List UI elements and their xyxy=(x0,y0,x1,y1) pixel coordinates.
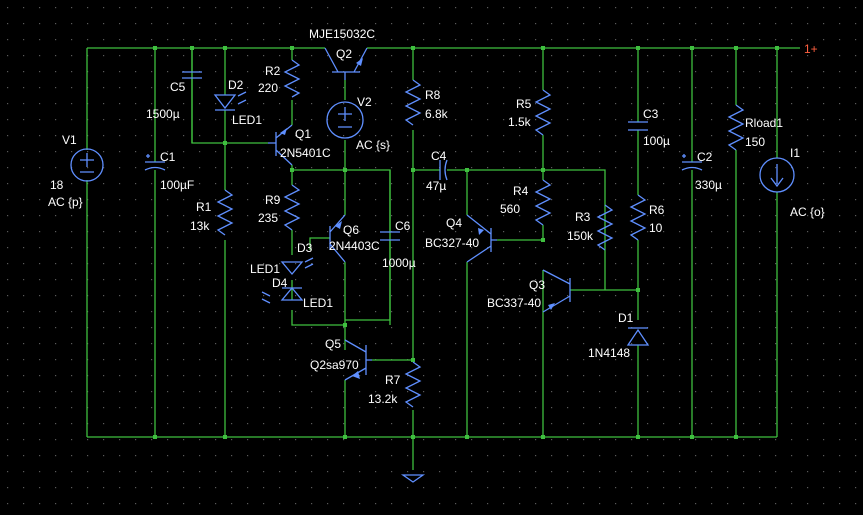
d1-symbol[interactable] xyxy=(626,327,650,346)
q6-value: 2N4403C xyxy=(329,239,380,253)
q1-ref: Q1 xyxy=(295,127,311,141)
d1-ref: D1 xyxy=(618,311,634,325)
q5-ref: Q5 xyxy=(325,337,341,351)
c1-value: 100µF xyxy=(160,178,194,192)
r8-value: 6.8k xyxy=(425,107,449,121)
c3-symbol[interactable] xyxy=(628,121,648,131)
wires xyxy=(86,47,800,483)
r9-ref: R9 xyxy=(265,193,281,207)
c1-ref: C1 xyxy=(160,150,176,164)
r7-value: 13.2k xyxy=(368,392,398,406)
r3-symbol[interactable] xyxy=(596,204,614,251)
c2-symbol[interactable] xyxy=(681,154,703,171)
output-port-label: 1+ xyxy=(804,42,818,56)
c2-value: 330µ xyxy=(695,178,722,192)
rload-ref: Rload1 xyxy=(745,116,783,130)
c5-value: 1500µ xyxy=(146,107,180,121)
v1-extra: AC {p} xyxy=(48,195,83,209)
r7-ref: R7 xyxy=(385,373,401,387)
r1-symbol[interactable] xyxy=(216,189,234,236)
v2-ref: V2 xyxy=(357,95,372,109)
c5-ref: C5 xyxy=(170,80,186,94)
q1-symbol[interactable] xyxy=(268,124,293,166)
r6-symbol[interactable] xyxy=(629,194,647,241)
c6-symbol[interactable] xyxy=(380,231,400,241)
d3-value: LED1 xyxy=(250,262,280,276)
c4-symbol[interactable] xyxy=(439,159,448,181)
c1-symbol[interactable] xyxy=(144,154,166,171)
r1-value: 13k xyxy=(190,219,210,233)
r2-symbol[interactable] xyxy=(283,59,301,98)
d4-led-symbol[interactable] xyxy=(261,286,304,304)
c4-ref: C4 xyxy=(431,149,447,163)
r9-value: 235 xyxy=(258,211,278,225)
i1-symbol[interactable] xyxy=(759,157,795,193)
c3-value: 100µ xyxy=(643,134,670,148)
r2-value: 220 xyxy=(258,81,278,95)
v1-value: 18 xyxy=(50,178,64,192)
r4-value: 560 xyxy=(500,202,520,216)
c6-ref: C6 xyxy=(395,219,411,233)
c3-ref: C3 xyxy=(643,107,659,121)
d4-value: LED1 xyxy=(303,296,333,310)
v2-symbol[interactable] xyxy=(326,101,364,139)
r1-ref: R1 xyxy=(196,200,212,214)
q5-value: Q2sa970 xyxy=(310,358,359,372)
q2-symbol[interactable] xyxy=(324,47,368,80)
v2-value: AC {s} xyxy=(356,138,390,152)
r8-ref: R8 xyxy=(425,88,441,102)
v1-ref: V1 xyxy=(62,133,77,147)
r5-ref: R5 xyxy=(516,97,532,111)
q2-ref: Q2 xyxy=(336,47,352,61)
i1-ref: I1 xyxy=(790,146,800,160)
d3-led-symbol[interactable] xyxy=(280,257,314,276)
c5-symbol[interactable] xyxy=(182,71,202,79)
c6-value: 1000µ xyxy=(382,256,416,270)
r6-value: 10 xyxy=(649,221,663,235)
r2-ref: R2 xyxy=(265,64,281,78)
q3-ref: Q3 xyxy=(529,278,545,292)
q4-ref: Q4 xyxy=(446,216,462,230)
r4-symbol[interactable] xyxy=(534,179,552,226)
i1-value: AC {o} xyxy=(790,205,825,219)
r9-symbol[interactable] xyxy=(283,184,301,231)
r7-symbol[interactable] xyxy=(404,361,422,408)
d2-value: LED1 xyxy=(232,113,262,127)
d3-ref: D3 xyxy=(297,241,313,255)
v1-symbol[interactable] xyxy=(70,148,104,182)
r5-symbol[interactable] xyxy=(534,89,552,136)
q6-ref: Q6 xyxy=(343,223,359,237)
r5-value: 1.5k xyxy=(508,115,532,129)
d2-ref: D2 xyxy=(228,78,244,92)
q6-symbol[interactable] xyxy=(329,214,346,263)
r3-ref: R3 xyxy=(575,210,591,224)
q4-value: BC327-40 xyxy=(425,236,479,250)
r6-ref: R6 xyxy=(649,203,665,217)
junctions xyxy=(153,46,779,439)
c2-ref: C2 xyxy=(697,150,713,164)
d1-value: 1N4148 xyxy=(588,346,630,360)
q5-symbol[interactable] xyxy=(344,339,372,381)
q3-value: BC337-40 xyxy=(487,296,541,310)
labels: V1 18 AC {p} C1 100µF C5 1500µ D2 LED1 R… xyxy=(48,27,825,406)
q2-value: MJE15032C xyxy=(309,27,375,41)
rload-value: 150 xyxy=(745,135,765,149)
rload-symbol[interactable] xyxy=(727,104,745,151)
r3-value: 150k xyxy=(567,229,594,243)
q1-value: 2N5401C xyxy=(280,146,331,160)
d4-ref: D4 xyxy=(272,276,288,290)
c4-value: 47µ xyxy=(426,179,446,193)
d2-led-symbol[interactable] xyxy=(213,91,247,111)
q4-symbol[interactable] xyxy=(466,214,497,263)
r4-ref: R4 xyxy=(513,184,529,198)
r8-symbol[interactable] xyxy=(404,79,422,126)
q3-symbol[interactable] xyxy=(542,269,571,313)
